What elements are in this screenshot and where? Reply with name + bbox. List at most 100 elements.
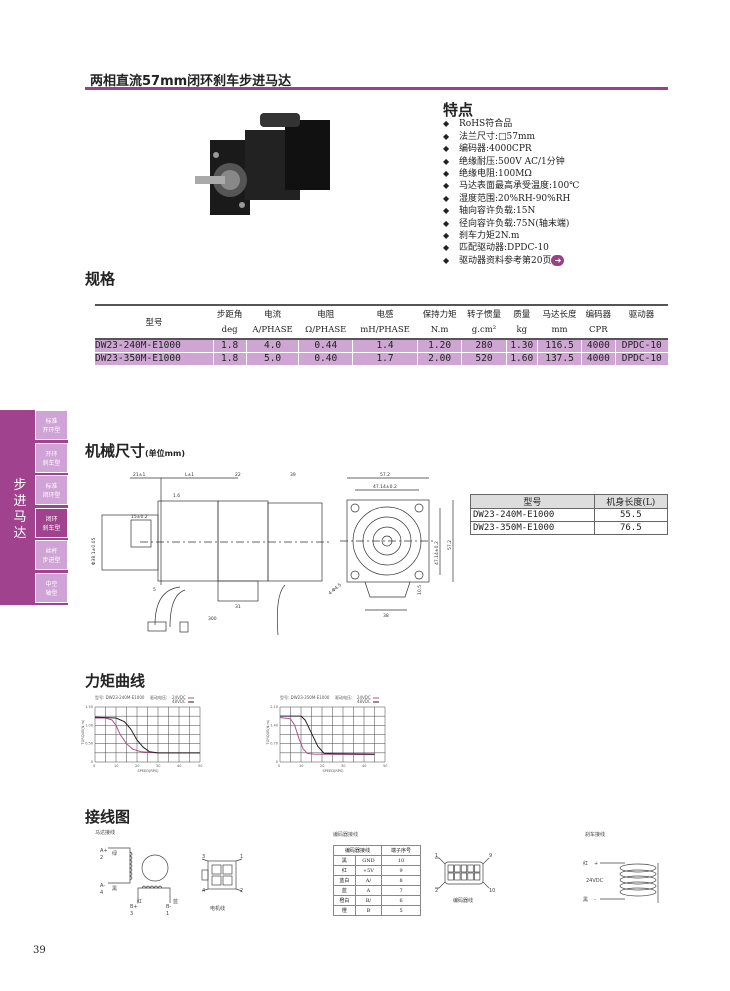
enc-cell: A <box>354 885 383 896</box>
enc-cell: 蓝白 <box>333 875 356 886</box>
y-tick-label: 1.40 <box>270 723 278 727</box>
enc-cell: 6 <box>381 895 421 906</box>
wire-label: 4 <box>100 890 103 896</box>
spec-heading: 规格 <box>85 270 116 288</box>
feature-item: ◆驱动器资料参考第20页➔ <box>443 254 579 267</box>
feature-text: 绝缘耐压:500V AC/1分钟 <box>459 156 565 167</box>
enc-cell: 8 <box>381 875 421 886</box>
dim-label: 5 <box>153 587 156 593</box>
dim-label: Φ38.1±0.05 <box>91 538 97 565</box>
pin-label: 9 <box>489 853 492 859</box>
spec-unit: deg <box>213 322 247 340</box>
enc-cell: +5V <box>354 865 383 876</box>
series-line-24VDC <box>95 717 200 754</box>
x-tick-label: 20 <box>320 764 324 768</box>
y-tick-label: 0 <box>276 760 278 764</box>
spec-unit <box>615 322 668 340</box>
wire-label: 2 <box>100 855 103 861</box>
pin-label: 1 <box>435 853 438 859</box>
arrow-right-icon[interactable]: ➔ <box>551 254 565 266</box>
enc-cell: 蓝 <box>333 885 356 896</box>
sidebar: 步进马达 标准开环型开环刹车型标准闭环型闭环刹车型丝杆步进型中空轴型 <box>0 410 68 605</box>
dim-label: 4-Φ4.5 <box>327 582 343 596</box>
sidebar-tab-label: 标准 <box>45 418 58 425</box>
enc-cell: A/ <box>354 875 383 886</box>
feature-text: 法兰尺寸:□57mm <box>459 131 536 142</box>
feature-item: ◆马达表面最高承受温度:100℃ <box>443 180 579 192</box>
wire-label: 1 <box>166 911 169 917</box>
wire-label: 24VDC <box>586 878 604 884</box>
sidebar-tab[interactable]: 开环刹车型 <box>35 442 68 473</box>
x-tick-label: 30 <box>341 764 345 768</box>
spec-header: 电阻 <box>317 310 335 320</box>
spec-cell: 1.7 <box>352 352 418 366</box>
feature-item: ◆刹车力矩2N.m <box>443 230 579 242</box>
y-tick-label: 1.50 <box>85 705 93 709</box>
dim-label: 15±0.2 <box>131 514 148 520</box>
enc-header: 端子序号 <box>381 845 421 856</box>
enc-cell: 10 <box>381 855 421 866</box>
pin <box>467 872 474 881</box>
enc-cell: 橙白 <box>333 895 356 906</box>
wire-label: A- <box>100 883 105 889</box>
wire-label: B+ <box>130 904 138 910</box>
spec-cell: DPDC-10 <box>614 339 668 353</box>
feature-item: ◆编码器:4000CPR <box>443 143 579 155</box>
pin-label: 2 <box>435 888 438 894</box>
spec-unit: mH/PHASE <box>352 322 418 340</box>
dim-label: 31 <box>235 604 241 610</box>
spec-unit: mm <box>537 322 582 340</box>
brake-wiring-diagram: 刹车接线 红 + 24VDC 黑 - <box>583 831 659 903</box>
sidebar-tab-label: 闭环 <box>45 515 58 523</box>
feature-text: 径向容许负载:75N(轴末端) <box>459 218 570 229</box>
sidebar-tab[interactable]: 闭环刹车型 <box>35 507 68 538</box>
wire-label: 黑 <box>583 897 588 903</box>
enc-cell: 黑 <box>333 855 356 866</box>
length-header-length: 机身长度(L) <box>593 494 669 509</box>
dim-label: 38 <box>383 613 389 619</box>
torque-heading: 力矩曲线 <box>85 672 146 690</box>
sidebar-tab[interactable]: 丝杆步进型 <box>35 540 68 570</box>
spec-cell: DPDC-10 <box>614 352 668 366</box>
dimensions-heading: 机械尺寸(单位mm) <box>85 440 185 461</box>
spec-header: 编码器 <box>585 310 612 320</box>
sidebar-tab[interactable]: 标准闭环型 <box>35 475 68 505</box>
x-tick-label: 0 <box>93 764 95 768</box>
dim-label: 22 <box>235 472 241 478</box>
pin <box>460 872 468 881</box>
x-axis-label: SPEED(RPS) <box>323 769 345 773</box>
series-line-48VDC <box>94 716 200 754</box>
spec-cell: 520 <box>461 352 507 366</box>
pin <box>460 864 468 873</box>
pin-label: 3 <box>202 854 205 860</box>
bullet-icon: ◆ <box>443 231 450 241</box>
sidebar-tab[interactable]: 中空轴型 <box>35 572 68 603</box>
spec-cell: 0.40 <box>298 352 353 366</box>
y-tick-label: 0.50 <box>85 742 93 746</box>
bullet-icon: ◆ <box>443 181 450 191</box>
sidebar-tab-label: 中空 <box>45 580 58 588</box>
bullet-icon: ◆ <box>443 218 450 228</box>
sidebar-tab-label: 闭环型 <box>42 492 61 499</box>
spec-unit: A/PHASE <box>246 322 299 340</box>
cell: 55.5 <box>593 508 669 522</box>
legend-label: 24VDC <box>172 695 186 700</box>
cell: DW23-240M-E1000 <box>470 508 595 522</box>
sidebar-tab[interactable]: 标准开环型 <box>35 410 68 440</box>
feature-text: 绝缘电阻:100MΩ <box>459 169 532 180</box>
chart-title: 型号: DW23-350M-E1000 <box>280 694 330 700</box>
pin-label: 10 <box>489 888 495 894</box>
series-line-24VDC <box>279 716 375 756</box>
x-axis-label: SPEED(RPS) <box>138 769 160 773</box>
wire-label: 3 <box>130 911 133 917</box>
title-rule <box>85 87 668 90</box>
dim-label: 57.2 <box>380 472 390 478</box>
dim-label: 300 <box>208 616 217 622</box>
legend-label: 48VDC <box>172 699 186 704</box>
